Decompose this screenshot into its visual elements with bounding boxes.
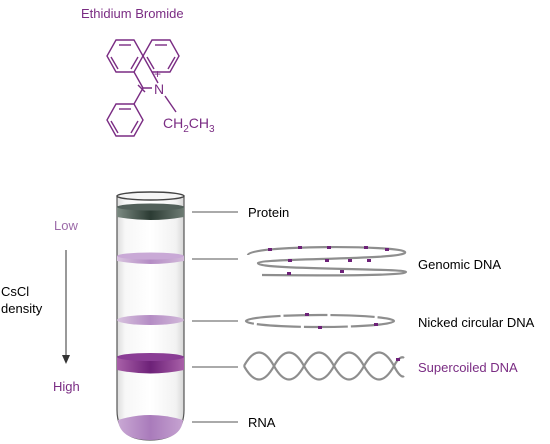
high-density-label: High	[53, 379, 80, 394]
density-axis-label-line2: density	[1, 301, 43, 316]
charge-symbol: +	[154, 67, 162, 81]
supercoiled-band-top	[117, 353, 184, 361]
nicked-dna-marks	[305, 313, 378, 329]
rna-label: RNA	[248, 415, 276, 430]
genomic-dna-label: Genomic DNA	[418, 257, 502, 272]
nitrogen-atom: N	[154, 81, 165, 97]
supercoiled-dna-helix	[243, 351, 405, 381]
density-axis-label-line1: CsCl	[1, 284, 30, 299]
rna-pellet	[118, 415, 183, 440]
genomic-dna-strand	[246, 245, 408, 277]
low-density-label: Low	[54, 218, 78, 233]
genomic-band-top	[117, 252, 184, 260]
nicked-dna-circle	[244, 313, 396, 329]
supercoiled-dna-label: Supercoiled DNA	[418, 360, 518, 375]
supercoiled-dna-marks	[396, 358, 400, 361]
nicked-band	[117, 315, 184, 325]
ethyl-group-label: CH2CH3	[163, 115, 215, 135]
protein-label: Protein	[248, 205, 290, 220]
supercoiled-band	[117, 357, 184, 374]
density-arrow-head	[62, 355, 70, 364]
protein-band	[117, 207, 184, 220]
phenyl-ring	[106, 103, 144, 137]
genomic-dna-marks	[268, 246, 389, 275]
nicked-circular-dna-label: Nicked circular DNA	[418, 315, 535, 330]
ethyl-bond	[164, 95, 177, 113]
tube-rim	[116, 191, 185, 201]
molecule-title: Ethidium Bromide	[81, 6, 184, 21]
protein-band-top	[117, 203, 184, 211]
right-benzene-ring	[142, 39, 180, 73]
